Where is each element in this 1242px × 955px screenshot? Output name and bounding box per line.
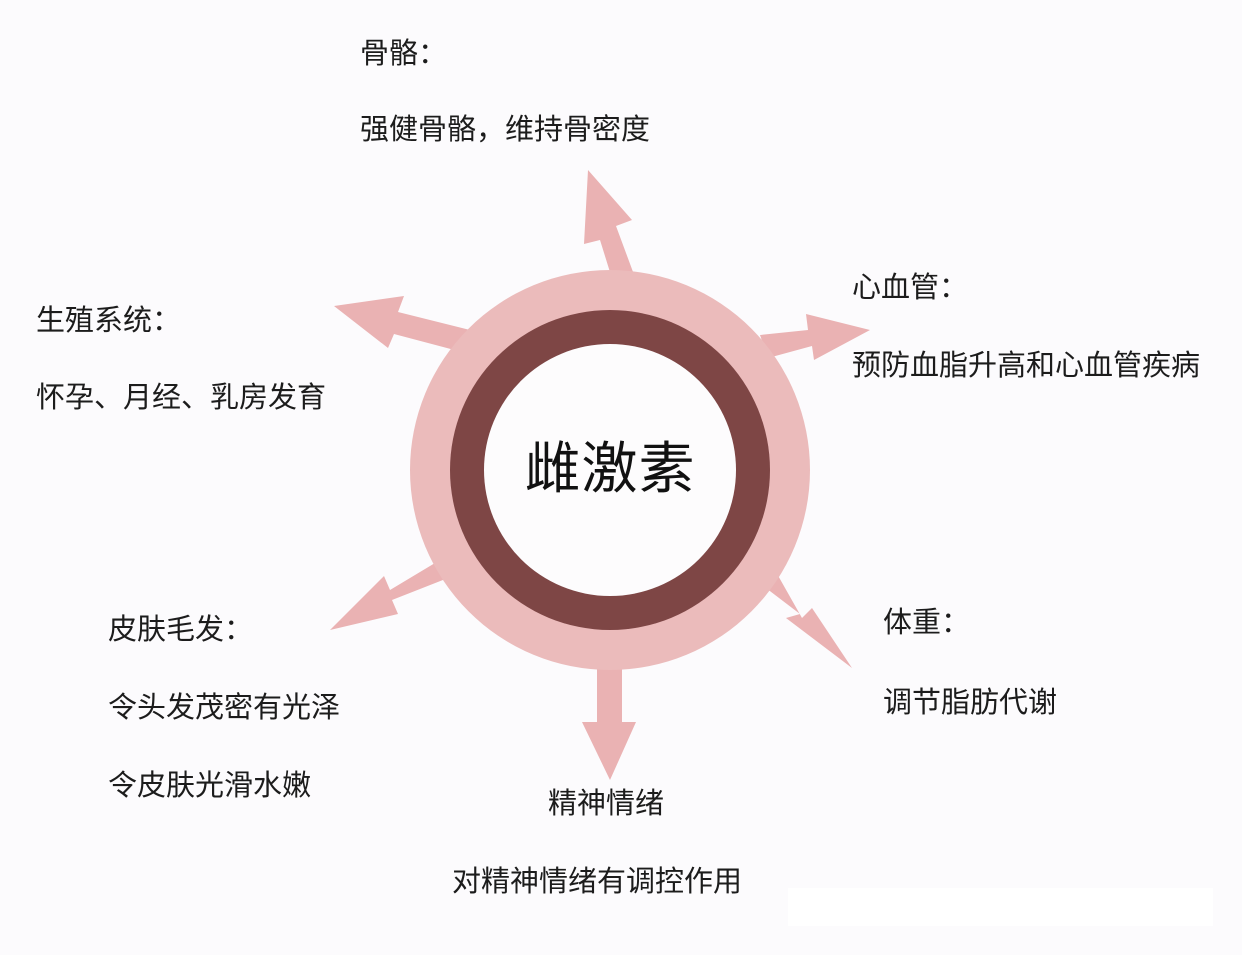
center-label-estrogen: 雌激素 [524, 437, 696, 502]
node-skin-hair-desc-2: 令皮肤光滑水嫩 [108, 768, 312, 802]
node-bone-desc: 强健骨骼，维持骨密度 [360, 112, 651, 146]
node-reproductive-desc: 怀孕、月经、乳房发育 [36, 380, 327, 414]
arrow-left-up-repro [334, 296, 470, 352]
node-bone-title: 骨骼： [360, 36, 448, 70]
arrow-left-down-skin [330, 560, 448, 630]
node-mood: 精神情绪 对精神情绪有调控作用 [452, 786, 742, 898]
node-bone: 骨骼： 强健骨骼，维持骨密度 [360, 36, 650, 146]
node-cardiovascular-desc: 预防血脂升高和心血管疾病 [852, 348, 1201, 382]
center-disc [484, 344, 736, 596]
node-weight: 体重： 调节脂肪代谢 [883, 605, 1057, 719]
node-weight-desc: 调节脂肪代谢 [883, 685, 1058, 719]
node-skin-hair-title: 皮肤毛发： [108, 612, 254, 646]
node-mood-desc: 对精神情绪有调控作用 [452, 864, 743, 898]
node-skin-hair-desc-1: 令头发茂密有光泽 [108, 690, 341, 724]
node-reproductive-system: 生殖系统： 怀孕、月经、乳房发育 [36, 303, 326, 414]
arrow-down-mood [582, 660, 636, 780]
blank-strip [788, 888, 1213, 926]
node-weight-title: 体重： [883, 605, 971, 639]
node-cardiovascular: 心血管： 预防血脂升高和心血管疾病 [852, 270, 1200, 382]
node-cardiovascular-title: 心血管： [852, 270, 969, 304]
arrow-up-bone [584, 170, 636, 285]
arrow-right-down-weight [762, 572, 852, 668]
arrow-right-up-cardio [760, 314, 870, 360]
node-mood-title: 精神情绪 [548, 786, 665, 820]
arrows [330, 170, 870, 780]
node-skin-hair: 皮肤毛发： 令头发茂密有光泽 令皮肤光滑水嫩 [108, 612, 340, 802]
node-reproductive-title: 生殖系统： [36, 303, 182, 337]
